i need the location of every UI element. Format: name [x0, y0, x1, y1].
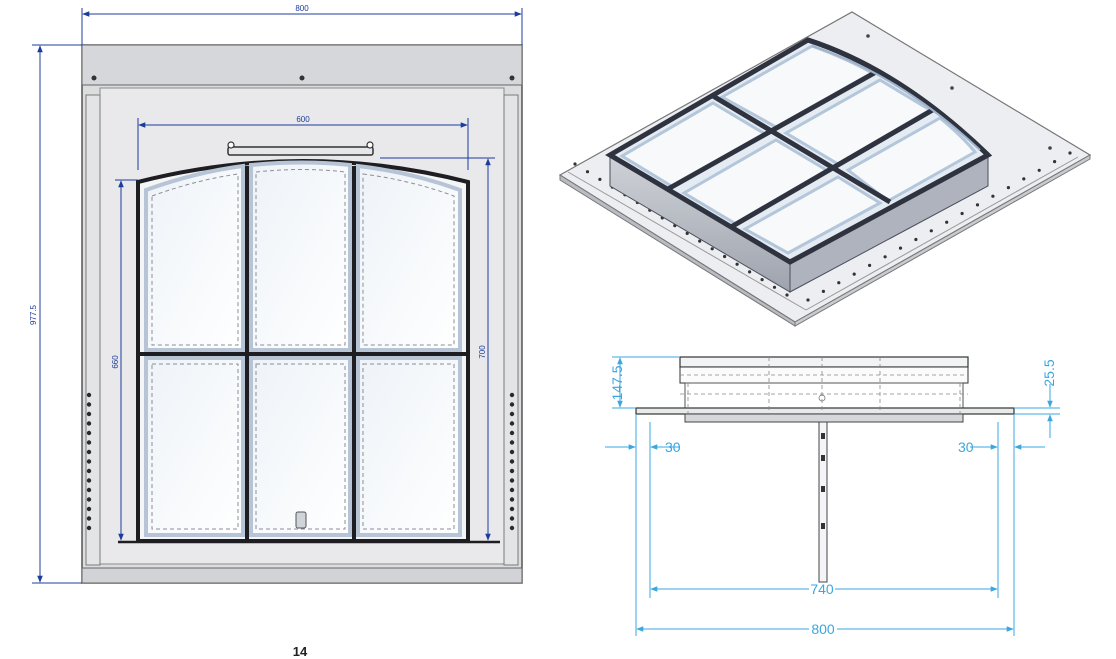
iso-plate-hole	[710, 247, 714, 251]
iso-plate-hole	[598, 177, 602, 181]
iso-plate-hole	[585, 170, 590, 174]
rail-hole	[509, 497, 515, 502]
dim-front-width: 800	[295, 4, 309, 13]
rail-hole	[86, 402, 92, 407]
rail-hole	[509, 421, 515, 426]
page-number: 14	[293, 644, 308, 659]
rail-hole	[86, 468, 92, 474]
dim-section-height: 147.5	[609, 365, 625, 400]
section-flange	[635, 407, 1015, 415]
rail-hole	[509, 468, 515, 474]
iso-plate-hole	[852, 272, 856, 276]
iso-plate-hole	[785, 293, 789, 297]
iso-plate-hole	[748, 270, 752, 274]
latch	[295, 511, 307, 529]
rail-hole	[509, 516, 515, 521]
iso-plate-hole	[1068, 151, 1072, 155]
rail-hole	[86, 430, 92, 436]
iso-plate-holes	[573, 151, 1072, 302]
rail-hole	[86, 421, 92, 426]
rail-hole	[509, 487, 515, 493]
dim-left-offset: 30	[665, 439, 681, 455]
iso-plate-hole	[914, 237, 918, 242]
dim-front-height: 977.5	[29, 304, 38, 325]
rail-hole	[86, 516, 92, 521]
rail-hole	[509, 478, 515, 483]
front-view: 800 977.5 600 660 700	[29, 4, 523, 584]
rail-hole	[509, 392, 515, 398]
mount-hole	[91, 75, 97, 81]
iso-plate-hole	[806, 298, 810, 302]
iso-plate-hole	[1053, 160, 1057, 164]
iso-plate-hole	[837, 281, 841, 285]
mount-hole	[509, 75, 515, 81]
iso-plate-hole	[821, 289, 826, 293]
iso-plate-hole	[1006, 186, 1011, 190]
rail-hole	[509, 430, 515, 436]
rail-hole	[509, 440, 515, 445]
iso-plate-hole	[735, 262, 739, 266]
iso-plate-hole	[772, 285, 777, 289]
iso-plate-hole	[723, 254, 727, 259]
iso-plate-hole	[960, 211, 964, 216]
rail-hole	[86, 525, 92, 531]
skylight-frame	[118, 141, 500, 544]
rail-hole	[509, 506, 515, 512]
rail-hole	[86, 487, 92, 493]
rail-hole	[509, 459, 515, 464]
mount-hole	[299, 75, 305, 81]
iso-plate-hole	[573, 162, 577, 166]
top-handle	[227, 146, 374, 156]
section-post	[818, 421, 828, 583]
iso-plate-hole	[698, 239, 702, 243]
iso-plate-hole	[760, 278, 764, 282]
dim-outer-width: 800	[811, 621, 835, 637]
iso-plate-hole	[868, 263, 872, 267]
rail-holes	[86, 392, 515, 531]
rail-hole	[509, 402, 515, 407]
dim-opening-width: 600	[296, 115, 310, 124]
iso-plate-hole	[883, 255, 887, 259]
front-dimensions	[32, 8, 523, 584]
rail-hole	[509, 525, 515, 531]
dim-opening-height-left: 660	[111, 355, 120, 369]
rail-hole	[86, 440, 92, 445]
dim-inner-width: 740	[810, 581, 834, 597]
rail-hole	[86, 459, 92, 464]
iso-plate-hole	[1022, 177, 1026, 181]
rail-hole	[509, 411, 515, 417]
rail-hole	[86, 506, 92, 512]
rail-hole	[86, 392, 92, 398]
rail-hole	[509, 449, 515, 455]
isometric-view	[558, 11, 1092, 327]
iso-plate-hole	[945, 220, 949, 224]
iso-plate-hole	[685, 231, 689, 235]
dim-flange-thickness: 25.5	[1041, 359, 1057, 386]
iso-plate-hole	[975, 203, 980, 207]
section-view: 147.5 25.5 30 30 740 800	[605, 356, 1060, 637]
dim-opening-height-right: 700	[478, 345, 487, 359]
rail-hole	[86, 478, 92, 483]
dim-right-offset: 30	[958, 439, 974, 455]
iso-plate-hole	[1037, 168, 1041, 172]
iso-plate-hole	[898, 246, 903, 250]
rail-hole	[86, 449, 92, 455]
rail-hole	[86, 411, 92, 417]
iso-plate-hole	[929, 229, 933, 233]
iso-plate-hole	[991, 194, 995, 198]
rail-hole	[86, 497, 92, 502]
